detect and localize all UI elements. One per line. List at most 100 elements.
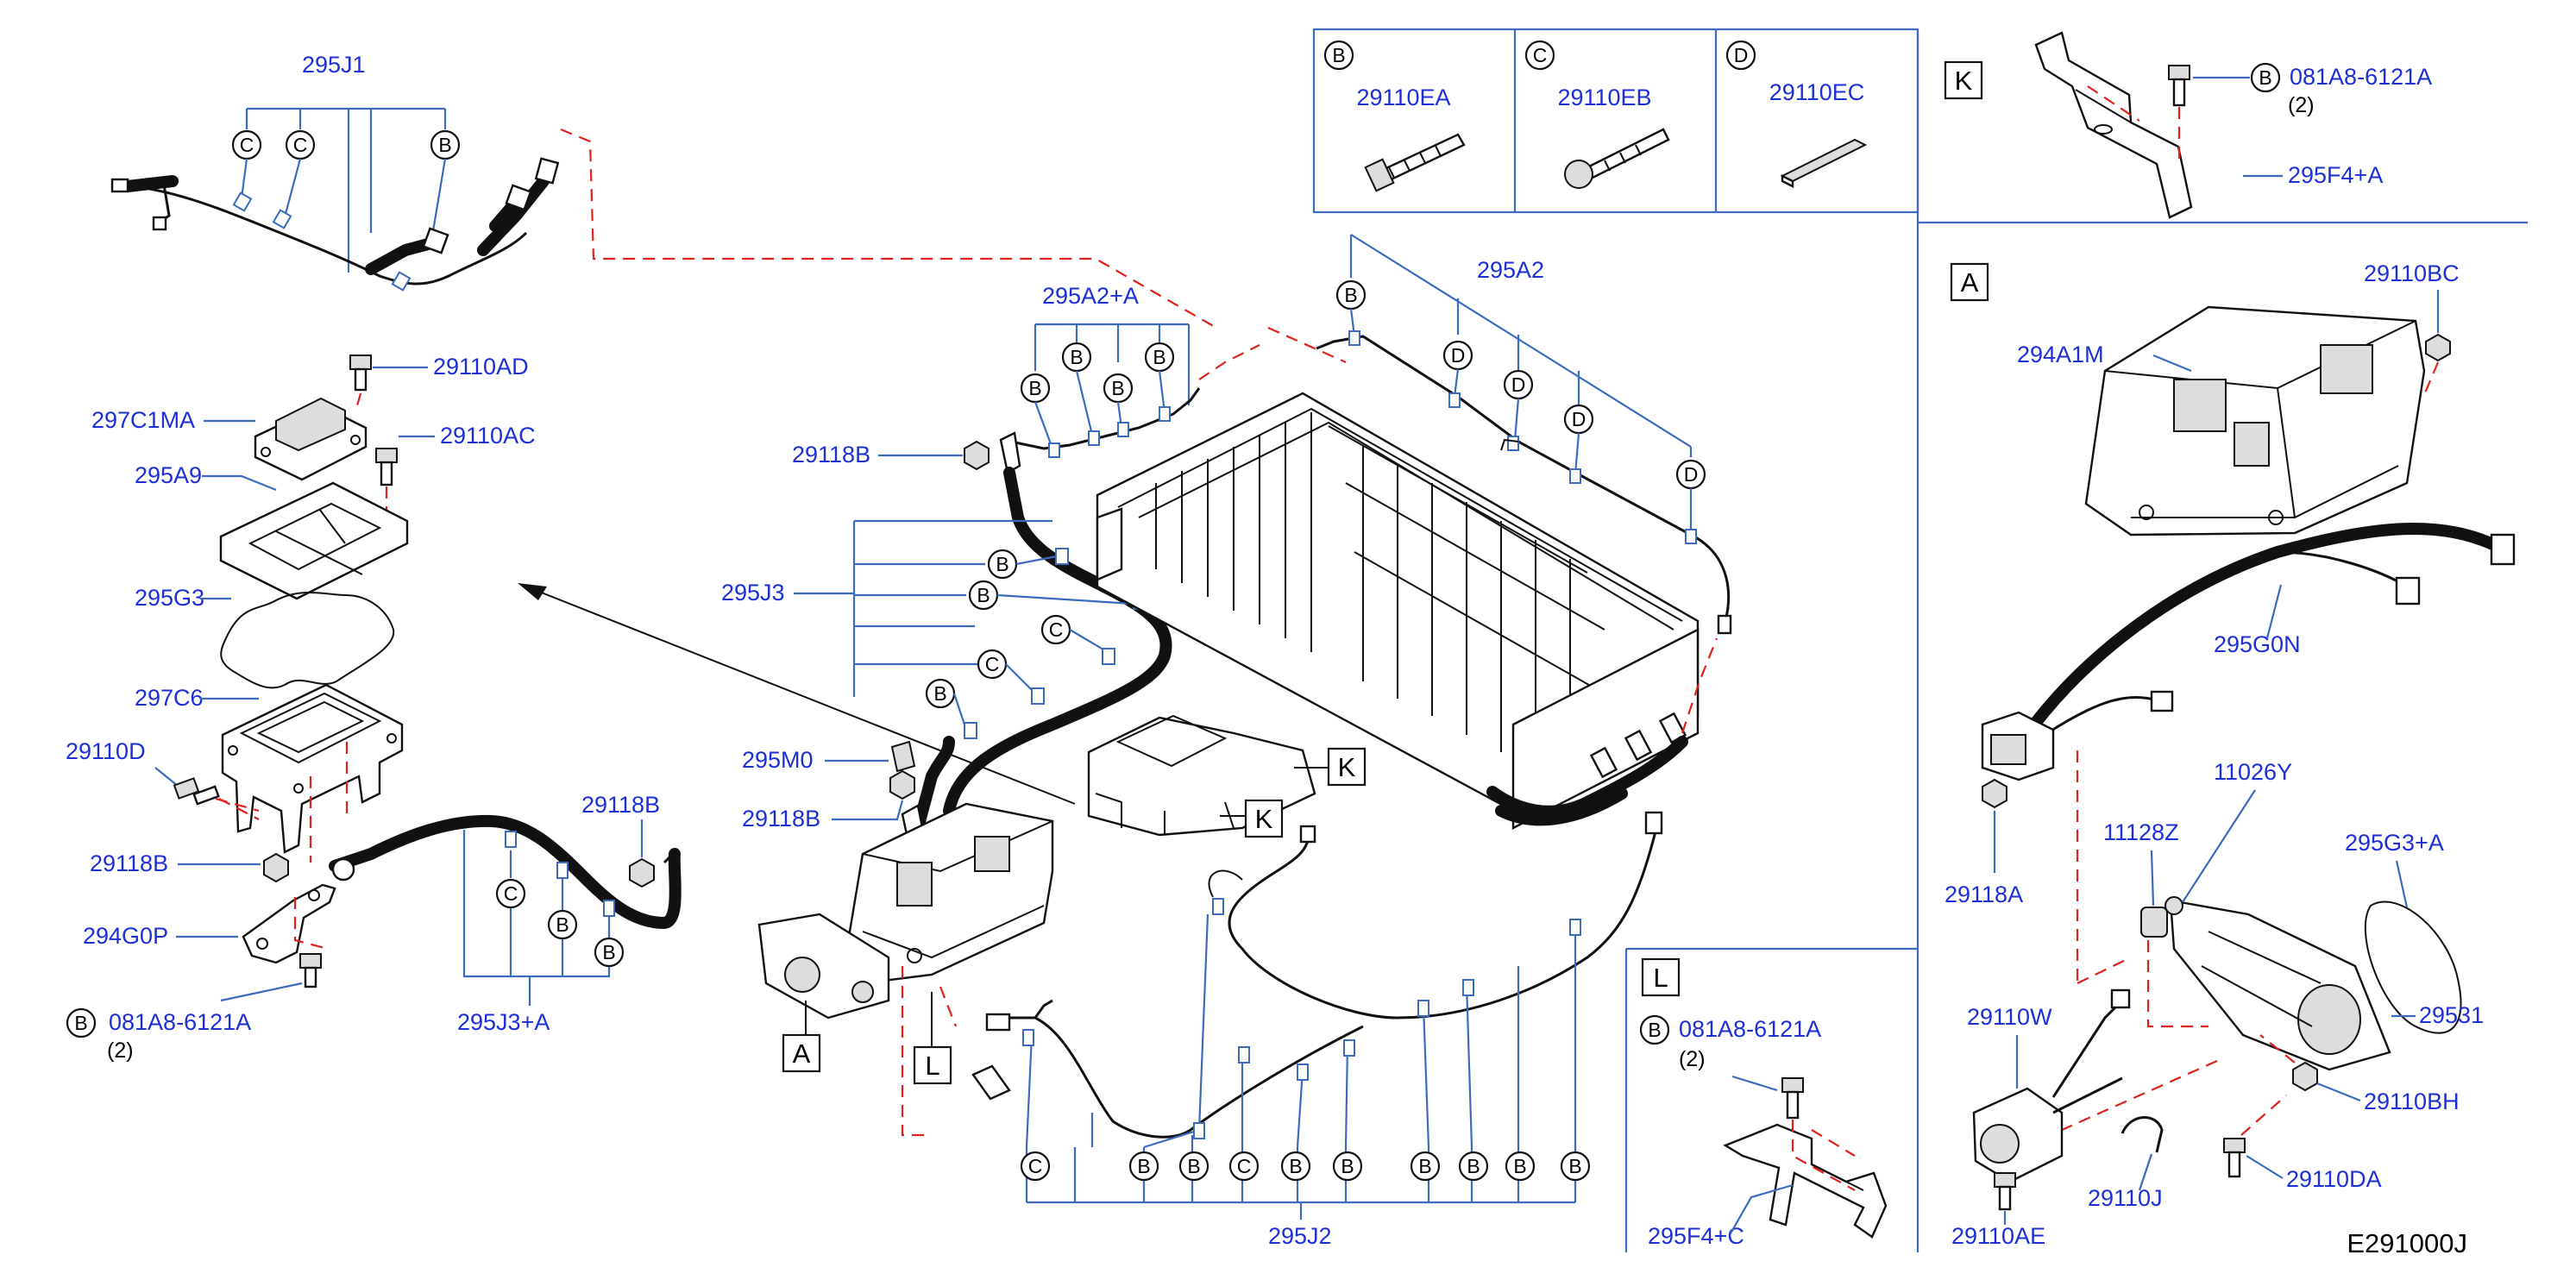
view-a-294a1m: 294A1M: [2017, 342, 2104, 367]
a2-clip-5: D: [1675, 459, 1706, 490]
label-295a2a: 295A2+A: [1042, 283, 1139, 309]
view-ref-k2: K: [1255, 804, 1273, 834]
clip-29110j-icon: [2120, 1116, 2164, 1153]
nut-29110bh-icon: [2292, 1061, 2318, 1092]
diagram-code: E291000J: [2347, 1228, 2467, 1258]
bracket-294g0p-part: [242, 883, 336, 964]
j2-clip-3: B: [1178, 1151, 1209, 1182]
label-297c6: 297C6: [135, 685, 204, 711]
j1-clip-2: C: [285, 129, 316, 160]
j2-clip-9: B: [1505, 1151, 1536, 1182]
j2-clip-2: B: [1128, 1151, 1159, 1182]
view-ref-l: L: [925, 1051, 939, 1081]
bolt-29110ae-icon: [1994, 1172, 2016, 1211]
view-k-bracket-part: 295F4+A: [2288, 162, 2383, 188]
label-29118b-cable: 29118B: [581, 792, 660, 818]
clip-legend-b-part: 29110EA: [1356, 85, 1450, 110]
view-a-29110j: 29110J: [2088, 1185, 2163, 1211]
view-k-letter: K: [1955, 66, 1973, 96]
view-a-29110w: 29110W: [1967, 1004, 2052, 1030]
clip-legend-c-letter: C: [1533, 44, 1548, 66]
svg-text:C: C: [504, 882, 518, 905]
svg-text:B: B: [1513, 1155, 1526, 1177]
harness-295a2: 295A2 B D D D D: [1316, 234, 1732, 635]
label-295a2: 295A2: [1477, 257, 1544, 283]
label-295j3: 295J3: [721, 580, 785, 605]
grommet-29531-part: [2169, 899, 2391, 1071]
clip-legend-b-letter: B: [1332, 44, 1345, 66]
svg-text:B: B: [996, 553, 1008, 575]
view-l: L B 081A8-6121A (2) 295F4+C: [1639, 957, 1888, 1249]
left-bolt-ref: B: [74, 1012, 87, 1034]
plug-11128z-icon: [2140, 907, 2168, 938]
clip-legend-c: C 29110EB: [1524, 40, 1670, 189]
svg-text:B: B: [1568, 1155, 1581, 1177]
a2a-clip-1: B: [1020, 373, 1051, 404]
svg-text:B: B: [438, 134, 451, 156]
view-l-letter: L: [1653, 963, 1668, 993]
a2-clip-4: D: [1563, 404, 1594, 435]
label-295m0: 295M0: [742, 747, 814, 773]
bracket-k-part: [2034, 31, 2193, 219]
bracket-l-part: [1723, 1123, 1888, 1239]
bolt-left-icon: [299, 953, 322, 988]
clip-legend-d-part: 29110EC: [1769, 79, 1865, 105]
label-297c1ma: 297C1MA: [91, 407, 195, 433]
view-l-bolt-qty: (2): [1679, 1047, 1706, 1071]
label-081a8-left: 081A8-6121A: [109, 1009, 251, 1035]
j3-clip-5: B: [925, 678, 956, 709]
a2-clip-3: D: [1503, 369, 1534, 400]
svg-text:C: C: [985, 653, 1000, 675]
svg-text:C: C: [1028, 1155, 1043, 1177]
label-295j1: 295J1: [302, 52, 366, 78]
view-a-29110bc: 29110BC: [2364, 260, 2460, 286]
j2-clip-7: B: [1410, 1151, 1441, 1182]
label-295a9: 295A9: [135, 462, 202, 488]
svg-text:B: B: [1467, 1155, 1480, 1177]
view-a-29531: 29531: [2419, 1002, 2484, 1028]
svg-text:D: D: [1511, 373, 1526, 396]
view-a-letter: A: [1961, 267, 1979, 298]
view-ref-k1: K: [1338, 752, 1356, 782]
arrow-head: [518, 583, 547, 600]
label-29118b-m0: 29118B: [742, 806, 820, 831]
left-stack: 29110AD 297C1MA 29110AC 295A9 295G3 297C…: [66, 354, 536, 1063]
view-a-295g0n: 295G0N: [2214, 631, 2301, 657]
bracket-assembly-k: K K: [1087, 714, 1367, 838]
svg-text:B: B: [977, 584, 990, 606]
harness-295j1: 295J1 C C B: [110, 52, 560, 292]
label-29110d: 29110D: [66, 738, 146, 764]
housing-297c6-part: [221, 683, 404, 854]
j2-clip-5: B: [1280, 1151, 1311, 1182]
bolt-k-icon: [2168, 65, 2190, 107]
svg-text:B: B: [556, 913, 569, 936]
battery-pack: [1096, 392, 1718, 830]
svg-text:B: B: [1418, 1155, 1431, 1177]
bolt-l-icon: [1781, 1077, 1804, 1120]
j1-clip-3: B: [430, 129, 461, 160]
j3-clip-4: C: [977, 649, 1008, 680]
label-295j3a: 295J3+A: [457, 1009, 550, 1035]
j2-clip-1: C: [1020, 1151, 1051, 1182]
a2a-clip-3: B: [1103, 373, 1134, 404]
label-294g0p: 294G0P: [83, 923, 168, 949]
harness-295j2: C B B C B B B B B B 295J2: [971, 811, 1663, 1249]
clip-legend-b: B 29110EA: [1323, 40, 1466, 192]
view-a-29118a: 29118A: [1945, 882, 2023, 907]
bolt-29110da-icon: [2223, 1138, 2246, 1178]
clip-legend-d: D 29110EC: [1725, 40, 1868, 188]
view-l-bolt-part: 081A8-6121A: [1679, 1016, 1821, 1042]
nut-29118b-m0-icon: [889, 769, 915, 800]
bolt-29110d-icon: [173, 777, 220, 806]
svg-text:B: B: [602, 941, 615, 963]
left-bolt-qty: (2): [107, 1038, 134, 1063]
battery-cells: [1155, 412, 1614, 790]
svg-text:B: B: [1137, 1155, 1150, 1177]
clip-b-icon: [1364, 133, 1466, 192]
svg-text:D: D: [1451, 344, 1466, 367]
view-a-29110bh: 29110BH: [2364, 1089, 2460, 1114]
view-a-29110da: 29110DA: [2286, 1166, 2382, 1192]
a2-clip-2: D: [1442, 340, 1473, 371]
view-k: K B 081A8-6121A (2) 295F4+A: [1944, 31, 2432, 219]
svg-text:C: C: [1049, 618, 1064, 641]
